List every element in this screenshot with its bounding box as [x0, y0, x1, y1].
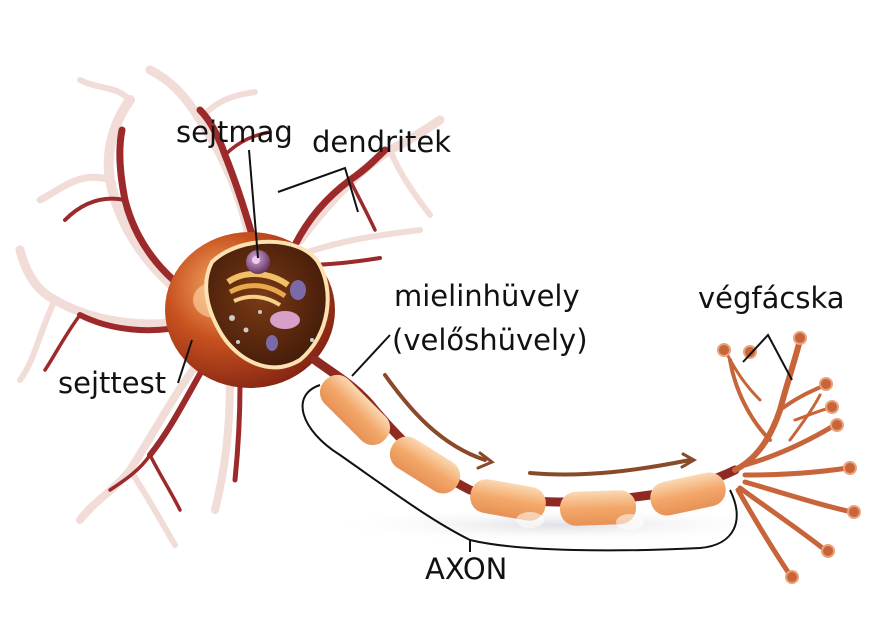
label-veloshuvely: (velőshüvely) — [392, 323, 588, 357]
leader-dendritek — [277, 166, 359, 213]
label-axon: AXON — [425, 552, 508, 586]
myelin-sheath — [319, 374, 726, 526]
nodes-glow — [516, 512, 644, 530]
dendrites — [43, 106, 389, 512]
mitochondrion-2 — [290, 280, 306, 300]
leader-sejttest — [177, 339, 193, 384]
leader-mielin — [351, 334, 391, 377]
label-vegfacska: végfácska — [698, 281, 845, 315]
vesicles — [229, 310, 314, 344]
label-dendritek: dendritek — [312, 125, 452, 159]
axon-terminals — [723, 337, 855, 578]
golgi-apparatus — [226, 271, 290, 307]
mitochondrion-1 — [270, 311, 300, 329]
leader-vegfacska — [742, 333, 793, 381]
label-sejtmag: sejtmag — [176, 115, 293, 149]
terminal-buttons — [717, 331, 861, 584]
leader-lines — [177, 149, 793, 552]
floor-shadow — [320, 507, 800, 543]
label-mielinhuvely: mielinhüvely — [394, 279, 580, 313]
label-sejttest: sejttest — [58, 366, 167, 400]
leader-sejtmag — [248, 149, 259, 259]
soma-cutaway — [204, 239, 330, 370]
signal-arrows — [383, 373, 698, 477]
mitochondrion-3 — [266, 335, 278, 351]
